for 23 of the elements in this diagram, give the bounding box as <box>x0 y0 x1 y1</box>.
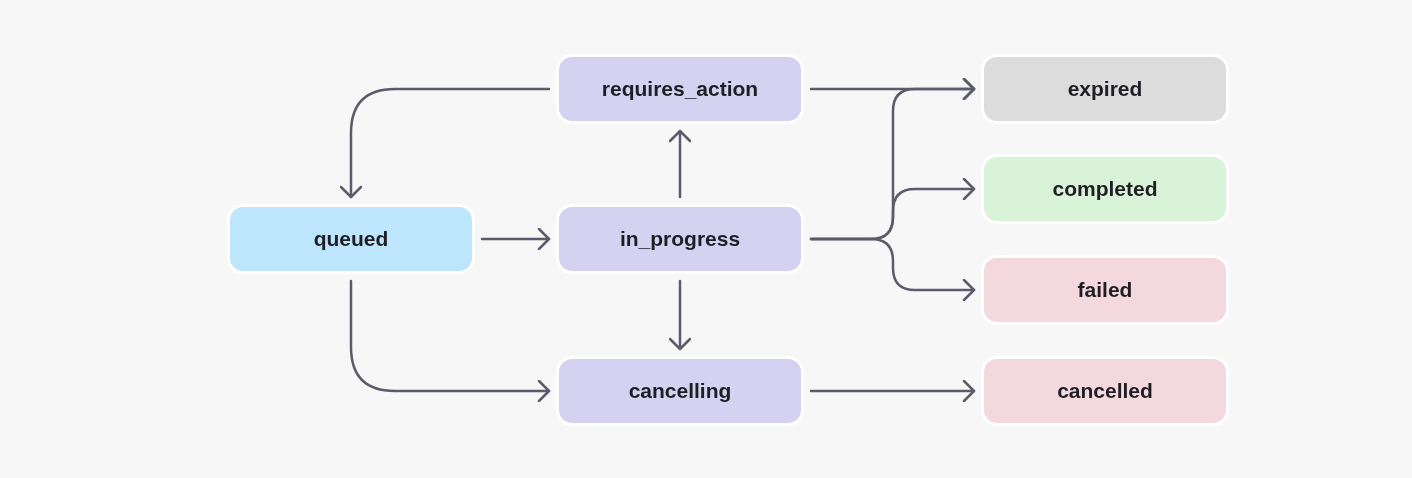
state-box <box>556 356 804 426</box>
arrow <box>809 379 976 403</box>
arrow <box>809 237 976 302</box>
state-box <box>556 204 804 274</box>
state-box <box>556 54 804 124</box>
state-label: failed <box>1077 277 1133 304</box>
state-box <box>981 356 1229 426</box>
state-label: requires_action <box>601 76 759 103</box>
state-label: queued <box>313 226 389 253</box>
state-box <box>981 154 1229 224</box>
state-box <box>981 54 1229 124</box>
arrow <box>480 227 551 251</box>
state-box <box>981 255 1229 325</box>
state-box <box>227 204 475 274</box>
state-label: cancelled <box>1057 378 1153 405</box>
state-label: cancelling <box>628 378 732 405</box>
state-label: in_progress <box>619 226 741 253</box>
arrow <box>339 87 551 199</box>
state-label: expired <box>1067 76 1143 103</box>
arrow <box>668 279 692 351</box>
state-label: completed <box>1052 176 1158 203</box>
arrow <box>349 279 551 403</box>
arrow <box>668 129 692 199</box>
